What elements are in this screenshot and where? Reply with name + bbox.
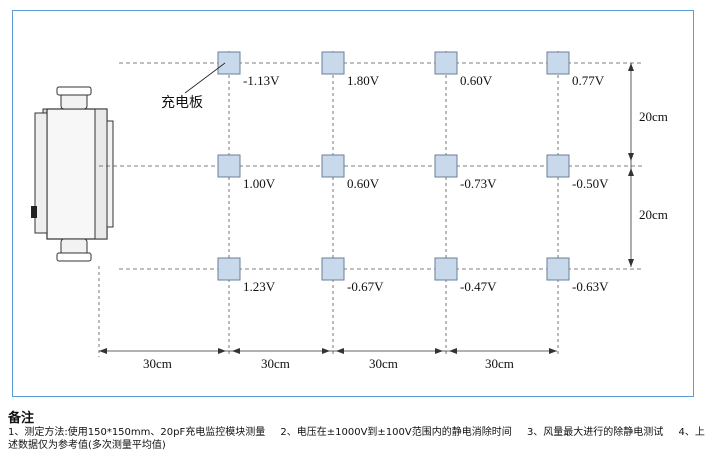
voltage-value: -0.50V — [572, 176, 609, 191]
charge-plate — [217, 51, 241, 75]
charge-plates: -1.13V 1.80V 0.60V 0.77V 1.00V 0.60V -0.73V -0.… — [217, 51, 609, 294]
vertical-spacing-label: 20cm — [639, 207, 668, 222]
voltage-value: 1.00V — [243, 176, 276, 191]
voltage-value: 1.23V — [243, 279, 276, 294]
vertical-spacing-label: 20cm — [639, 109, 668, 124]
vertical-dimension — [628, 63, 634, 267]
note-item: 2、电压在±1000V到±100V范围内的静电消除时间 — [280, 427, 512, 438]
voltage-value: -0.73V — [460, 176, 497, 191]
ionizer-device-icon — [31, 86, 114, 262]
plate-label-pointer — [184, 62, 226, 94]
notes-body: 1、测定方法:使用150*150mm、20pF充电监控模块测量 2、电压在±10… — [8, 426, 708, 452]
charge-plate — [217, 154, 241, 178]
voltage-value: -0.67V — [347, 279, 384, 294]
charge-plate — [546, 154, 570, 178]
diagram-frame: 20cm 20cm 30cm 30cm 30cm 30cm -1.13V 1.80… — [12, 10, 694, 397]
charge-plate — [321, 257, 345, 281]
measurement-diagram: 20cm 20cm 30cm 30cm 30cm 30cm -1.13V 1.80… — [31, 51, 668, 371]
notes-title: 备注 — [8, 411, 35, 426]
charge-plate — [434, 257, 458, 281]
charge-plate — [434, 154, 458, 178]
voltage-value: 0.77V — [572, 73, 605, 88]
voltage-value: 0.60V — [460, 73, 493, 88]
horizontal-dimension — [98, 266, 557, 357]
charge-plate — [321, 154, 345, 178]
voltage-value: 0.60V — [347, 176, 380, 191]
column-guide-lines — [228, 51, 559, 357]
charge-plate — [321, 51, 345, 75]
charge-plate — [434, 51, 458, 75]
voltage-value: -0.63V — [572, 279, 609, 294]
voltage-value: 1.80V — [347, 73, 380, 88]
horizontal-spacing-label: 30cm — [485, 356, 514, 371]
note-item: 3、风量最大进行的除静电测试 — [526, 427, 664, 438]
voltage-value: -1.13V — [243, 73, 280, 88]
plate-label: 充电板 — [161, 95, 203, 111]
horizontal-spacing-label: 30cm — [261, 356, 290, 371]
charge-plate — [217, 257, 241, 281]
charge-plate — [546, 257, 570, 281]
note-item: 1、测定方法:使用150*150mm、20pF充电监控模块测量 — [8, 427, 266, 438]
horizontal-spacing-label: 30cm — [369, 356, 398, 371]
horizontal-spacing-label: 30cm — [143, 356, 172, 371]
note-item: 4、上述数据仅为参考值(多次测量平均值) — [8, 427, 705, 451]
charge-plate — [546, 51, 570, 75]
voltage-value: -0.47V — [460, 279, 497, 294]
